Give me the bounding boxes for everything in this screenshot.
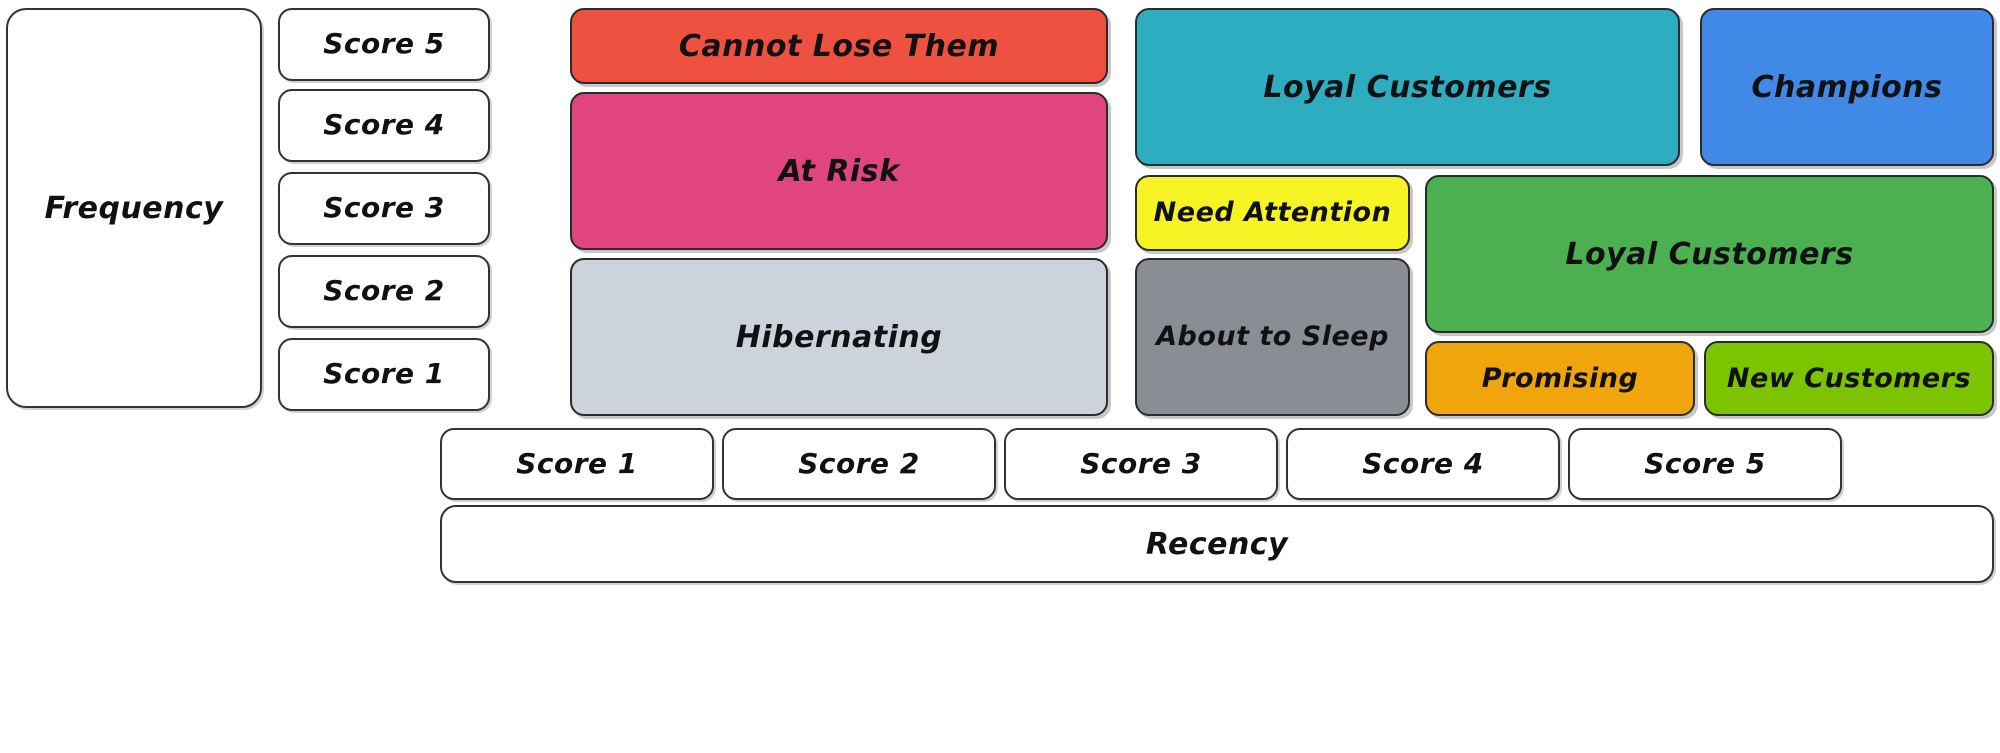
- segment-promising[interactable]: Promising: [1425, 341, 1695, 416]
- segment-loyal-customers-teal[interactable]: Loyal Customers: [1135, 8, 1680, 166]
- segment-need-attention[interactable]: Need Attention: [1135, 175, 1410, 251]
- recency-score-3[interactable]: Score 3: [1004, 428, 1278, 500]
- segment-loyal-customers-green[interactable]: Loyal Customers: [1425, 175, 1994, 333]
- recency-axis-label: Recency: [440, 505, 1994, 583]
- recency-score-2[interactable]: Score 2: [722, 428, 996, 500]
- recency-score-5[interactable]: Score 5: [1568, 428, 1842, 500]
- segment-about-to-sleep[interactable]: About to Sleep: [1135, 258, 1410, 416]
- frequency-score-3[interactable]: Score 3: [278, 172, 490, 245]
- frequency-score-2[interactable]: Score 2: [278, 255, 490, 328]
- recency-score-1[interactable]: Score 1: [440, 428, 714, 500]
- segment-cannot-lose-them[interactable]: Cannot Lose Them: [570, 8, 1108, 84]
- segment-champions[interactable]: Champions: [1700, 8, 1994, 166]
- segment-hibernating[interactable]: Hibernating: [570, 258, 1108, 416]
- frequency-score-1[interactable]: Score 1: [278, 338, 490, 411]
- segment-new-customers[interactable]: New Customers: [1704, 341, 1994, 416]
- frequency-score-5[interactable]: Score 5: [278, 8, 490, 81]
- recency-score-4[interactable]: Score 4: [1286, 428, 1560, 500]
- frequency-score-4[interactable]: Score 4: [278, 89, 490, 162]
- segment-at-risk[interactable]: At Risk: [570, 92, 1108, 250]
- frequency-axis-label: Frequency: [6, 8, 262, 408]
